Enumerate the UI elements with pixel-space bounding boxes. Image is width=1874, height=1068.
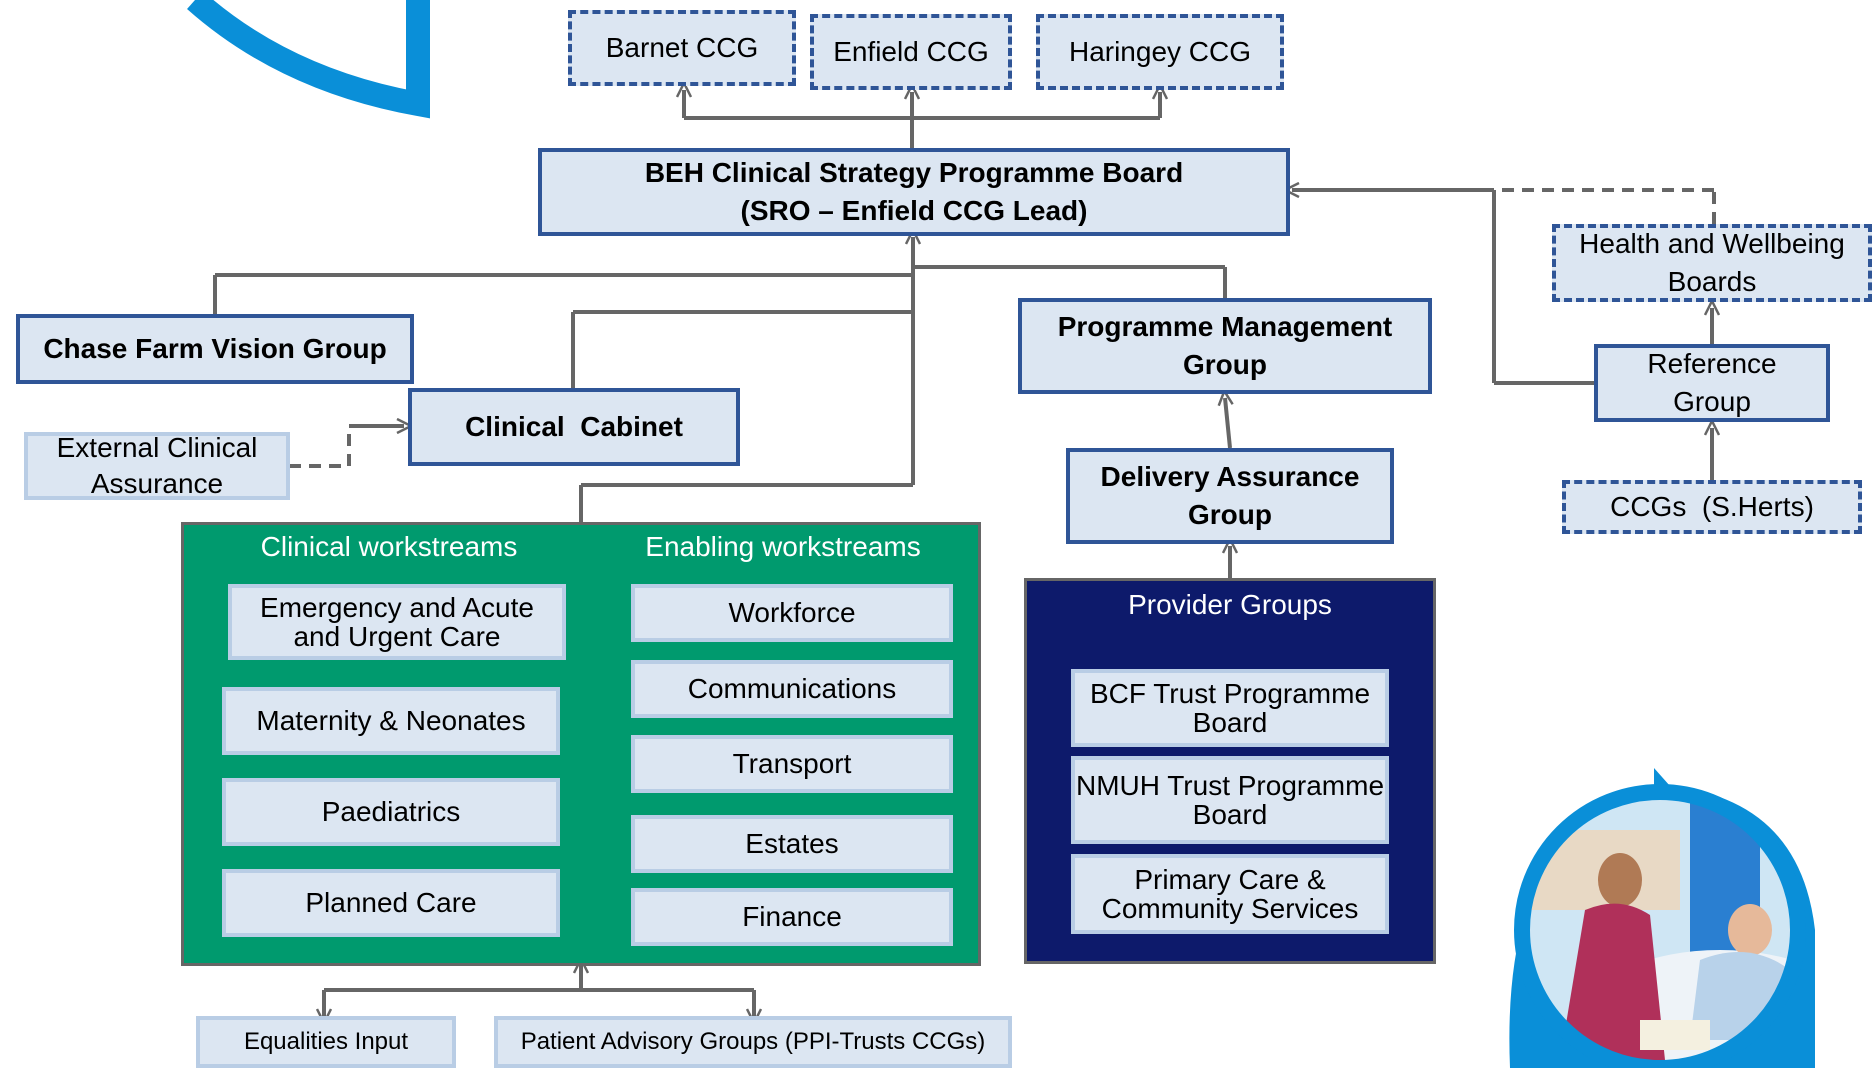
- pmg-line1: Programme Management: [1057, 311, 1393, 342]
- reference-line2: Group: [1673, 386, 1751, 417]
- provider-groups-title: Provider Groups: [1128, 589, 1332, 620]
- provider-primary-line2: Community Services: [1101, 893, 1359, 924]
- pmg-line2: Group: [1183, 349, 1267, 380]
- clinical-workstreams-title: Clinical workstreams: [260, 531, 518, 562]
- hwb-line2: Boards: [1667, 266, 1757, 297]
- provider-primary-line1: Primary Care &: [1134, 864, 1326, 895]
- provider-primary-care: Primary Care & Community Services: [1071, 854, 1389, 934]
- speech-bubble-decoration-icon: [187, 0, 430, 119]
- workstream-finance-label: Finance: [742, 901, 842, 932]
- barnet-ccg-label: Barnet CCG: [605, 32, 759, 63]
- dag-line1: Delivery Assurance: [1100, 461, 1360, 492]
- workstream-communications: Communications: [631, 660, 953, 718]
- patient-advisory-groups-box: Patient Advisory Groups (PPI-Trusts CCGs…: [494, 1016, 1012, 1068]
- equalities-input-box: Equalities Input: [196, 1016, 456, 1068]
- clinical-cabinet-box: Clinical Cabinet: [408, 388, 740, 466]
- workstream-maternity-label: Maternity & Neonates: [256, 705, 526, 736]
- workstream-planned-care: Planned Care: [222, 869, 560, 937]
- provider-bcf-line2: Board: [1192, 707, 1268, 738]
- programme-board-box: BEH Clinical Strategy Programme Board (S…: [538, 148, 1290, 236]
- programme-board-title: BEH Clinical Strategy Programme Board: [644, 157, 1184, 188]
- workstream-finance: Finance: [631, 888, 953, 946]
- external-clinical-assurance-box: External Clinical Assurance: [24, 432, 290, 500]
- workstream-paediatrics: Paediatrics: [222, 778, 560, 846]
- workstream-estates: Estates: [631, 815, 953, 873]
- provider-nmuh-trust: NMUH Trust Programme Board: [1071, 756, 1389, 844]
- barnet-ccg-box: Barnet CCG: [568, 10, 796, 86]
- workstream-emergency-line1: Emergency and Acute: [260, 592, 534, 623]
- workstream-workforce-label: Workforce: [728, 597, 856, 628]
- reference-line1: Reference: [1647, 348, 1777, 379]
- health-wellbeing-boards-box: Health and Wellbeing Boards: [1552, 224, 1872, 302]
- programme-management-group-box: Programme Management Group: [1018, 298, 1432, 394]
- chase-farm-label: Chase Farm Vision Group: [43, 333, 387, 364]
- workstream-paediatrics-label: Paediatrics: [321, 796, 461, 827]
- provider-nmuh-line1: NMUH Trust Programme: [1075, 770, 1385, 801]
- provider-bcf-line1: BCF Trust Programme: [1089, 678, 1371, 709]
- dag-line2: Group: [1188, 499, 1272, 530]
- ccgs-sherts-box: CCGs (S.Herts): [1562, 480, 1862, 534]
- ccgs-sherts-label: CCGs (S.Herts): [1610, 491, 1814, 522]
- external-line2: Assurance: [90, 468, 224, 499]
- provider-nmuh-line2: Board: [1192, 799, 1268, 830]
- haringey-ccg-box: Haringey CCG: [1036, 14, 1284, 90]
- enfield-ccg-box: Enfield CCG: [810, 14, 1012, 90]
- haringey-ccg-label: Haringey CCG: [1068, 36, 1252, 67]
- workstreams-panel: Clinical workstreams Enabling workstream…: [181, 522, 981, 966]
- enabling-workstreams-title: Enabling workstreams: [645, 531, 921, 562]
- chase-farm-vision-group-box: Chase Farm Vision Group: [16, 314, 414, 384]
- equalities-input-label: Equalities Input: [243, 1028, 409, 1055]
- workstream-transport-label: Transport: [732, 748, 852, 779]
- workstream-workforce: Workforce: [631, 584, 953, 642]
- provider-bcf-trust: BCF Trust Programme Board: [1071, 669, 1389, 747]
- delivery-assurance-group-box: Delivery Assurance Group: [1066, 448, 1394, 544]
- enfield-ccg-label: Enfield CCG: [833, 36, 989, 67]
- reference-group-box: Reference Group: [1594, 344, 1830, 422]
- workstream-emergency-line2: and Urgent Care: [293, 621, 501, 652]
- workstream-estates-label: Estates: [745, 828, 839, 859]
- workstream-maternity-neonates: Maternity & Neonates: [222, 687, 560, 755]
- clinical-cabinet-label: Clinical Cabinet: [465, 411, 683, 442]
- provider-groups-panel: Provider Groups BCF Trust Programme Boar…: [1024, 578, 1436, 964]
- workstream-planned-care-label: Planned Care: [305, 887, 477, 918]
- programme-board-subtitle: (SRO – Enfield CCG Lead): [740, 195, 1088, 226]
- workstream-emergency-acute: Emergency and Acute and Urgent Care: [228, 584, 566, 660]
- hwb-line1: Health and Wellbeing: [1579, 228, 1845, 259]
- workstream-transport: Transport: [631, 735, 953, 793]
- external-line1: External Clinical: [56, 432, 258, 463]
- patient-advisory-label: Patient Advisory Groups (PPI-Trusts CCGs…: [520, 1028, 986, 1055]
- workstream-communications-label: Communications: [687, 673, 897, 704]
